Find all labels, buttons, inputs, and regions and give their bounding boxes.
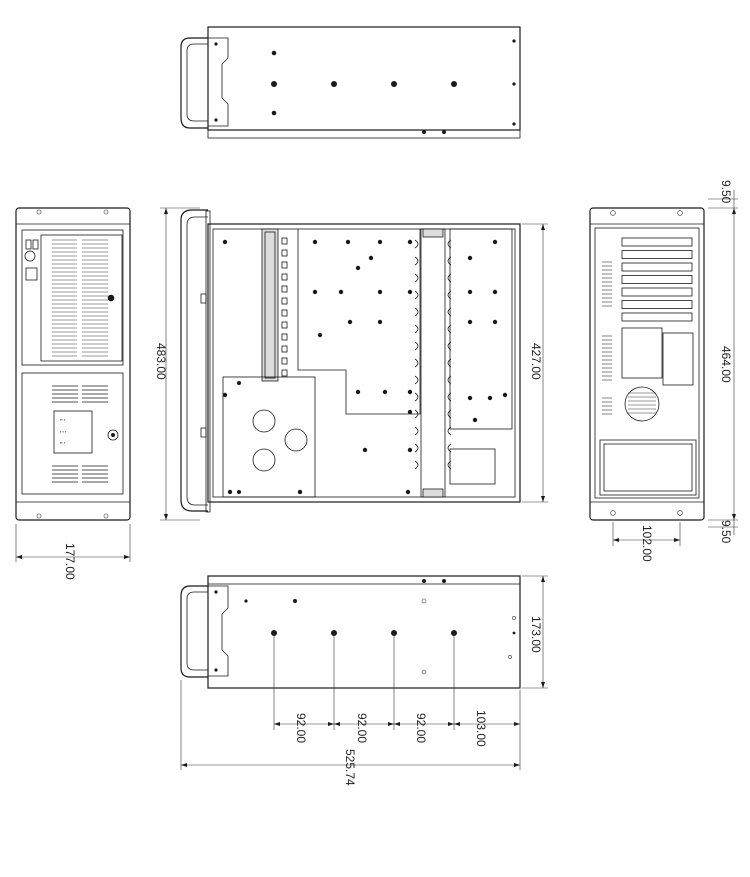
bottom-blank-area: [0, 830, 750, 877]
pitch-4-label: 103.00: [474, 710, 488, 747]
main-depth-dimension: 427.00: [522, 223, 548, 503]
pitch-1-label: 92.00: [294, 713, 308, 743]
pitch-2-label: 92.00: [355, 713, 369, 743]
pitch-3-label: 92.00: [414, 713, 428, 743]
front-height-label: 177.00: [63, 543, 77, 580]
bottom-view-height-label: 173.00: [529, 616, 543, 653]
main-top-view: [180, 209, 521, 513]
rear-height-label: 464.00: [719, 346, 733, 383]
rear-bottom-width-label: 102.00: [640, 525, 654, 562]
front-height-dimension: 177.00: [15, 524, 131, 580]
top-side-view: [180, 26, 521, 139]
svg-text:▪▪ ▪: ▪▪ ▪: [60, 417, 66, 422]
svg-text:▪ ▪ ▪: ▪ ▪ ▪: [60, 429, 67, 434]
main-width-label: 483.00: [154, 343, 168, 380]
front-view: ▪▪ ▪ ▪ ▪ ▪ ▪▪ ▪: [15, 207, 131, 521]
main-depth-label: 427.00: [529, 343, 543, 380]
svg-text:▪▪ ▪: ▪▪ ▪: [60, 440, 66, 445]
main-width-dimension: 483.00: [154, 207, 200, 521]
overall-depth-label: 525.74: [343, 749, 357, 786]
rear-bottom-offset-label: 9.50: [719, 520, 733, 544]
rear-view: [589, 207, 705, 521]
rear-top-offset-label: 9.50: [719, 180, 733, 204]
rear-dimensions: 9.50 464.00 9.50 102.00: [612, 180, 738, 562]
bottom-side-view: 92.00 92.00 92.00 103.00 525.74 173.00: [180, 575, 548, 786]
